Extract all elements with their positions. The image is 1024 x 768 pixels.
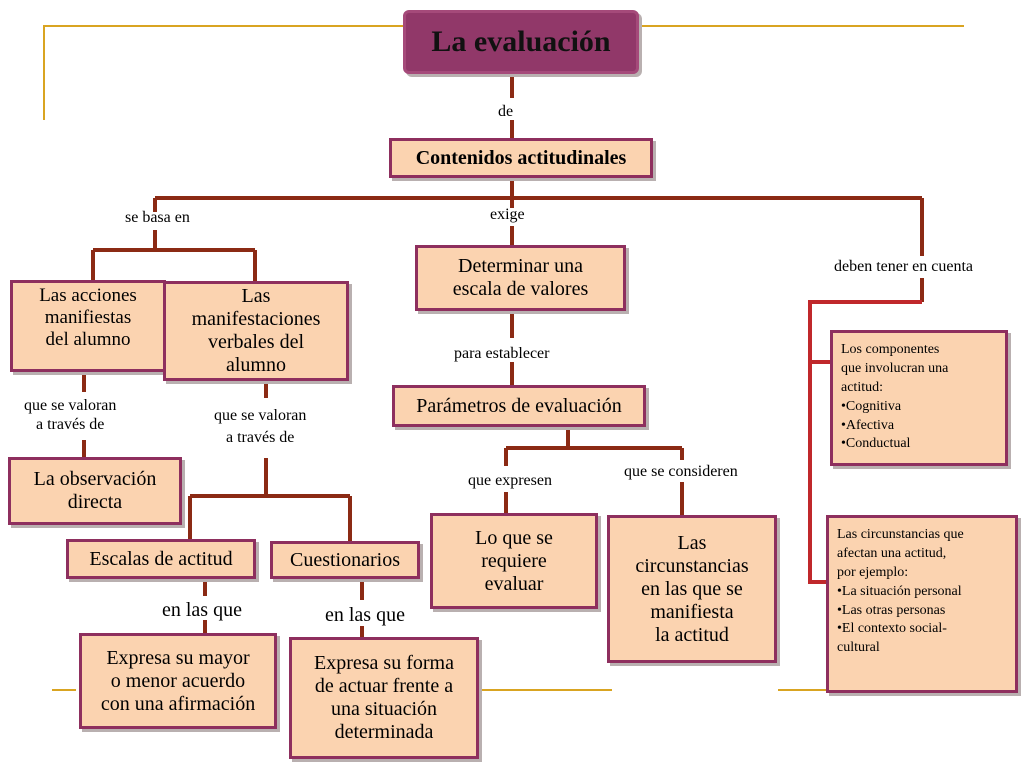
link-valoran-1: que se valoran a través de (24, 397, 117, 434)
link-que-expresen: que expresen (468, 472, 552, 489)
link-que-consideren: que se consideren (624, 463, 738, 480)
link-en-las-que-2: en las que (325, 604, 405, 626)
link-en-las-que-1: en las que (162, 599, 242, 621)
node-cuestionarios: Cuestionarios (270, 541, 420, 579)
node-circunstancias-manifiesta: Las circunstancias en las que se manifie… (607, 515, 777, 663)
node-circunstancias-afectan: Las circunstancias que afectan una actit… (826, 515, 1018, 693)
node-componentes: Los componentes que involucran una actit… (830, 330, 1008, 466)
node-requiere: Lo que se requiere evaluar (430, 513, 598, 609)
node-observacion: La observación directa (8, 457, 182, 525)
diagram-title: La evaluación (403, 10, 639, 74)
node-manifestaciones: Las manifestaciones verbales del alumno (163, 281, 349, 381)
node-acciones: Las acciones manifiestas del alumno (10, 280, 166, 372)
tree-lines (82, 74, 924, 638)
link-para-establecer: para establecer (454, 345, 550, 362)
link-se-basa-en: se basa en (125, 209, 190, 226)
node-parametros: Parámetros de evaluación (392, 385, 646, 427)
node-escalas: Escalas de actitud (66, 539, 256, 579)
node-contenidos: Contenidos actitudinales (389, 138, 653, 178)
node-expresa-acuerdo: Expresa su mayor o menor acuerdo con una… (79, 633, 277, 729)
node-determinar: Determinar una escala de valores (415, 245, 626, 311)
link-deben-tener: deben tener en cuenta (834, 258, 974, 275)
link-exige: exige (490, 206, 525, 223)
diagram-title-text: La evaluación (431, 24, 611, 58)
node-expresa-forma: Expresa su forma de actuar frente a una … (289, 637, 479, 759)
link-de: de (498, 103, 514, 120)
right-bracket (808, 300, 922, 584)
link-valoran-2: que se valoran a través de (214, 407, 307, 447)
